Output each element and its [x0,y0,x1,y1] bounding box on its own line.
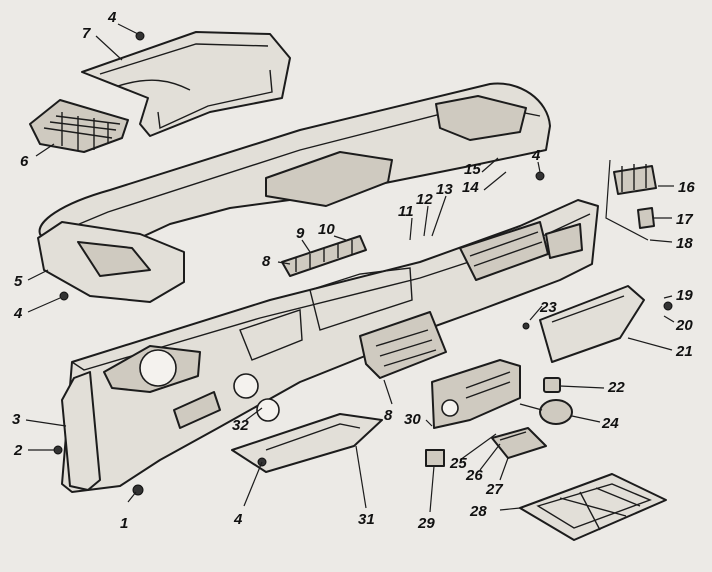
ashtray [491,427,547,459]
callout-17: 17 [676,211,693,228]
side-panel [61,371,101,491]
switch-block [281,235,367,277]
callout-25: 25 [449,455,467,472]
callout-23: 23 [539,299,557,316]
callout-10: 10 [318,221,335,238]
callout-31: 31 [358,511,375,528]
switch-plug [425,449,445,467]
callout-14: 14 [462,179,479,196]
callout-labels: 1 2 3 4 4 4 4 5 6 7 8 8 9 10 11 12 13 14… [12,9,695,532]
leader-lines [25,23,675,513]
callout-32: 32 [232,417,249,434]
callout-1: 1 [120,515,128,532]
callout-9: 9 [296,225,305,242]
callout-26: 26 [465,467,483,484]
vent-grille [29,99,129,153]
callout-2: 2 [13,442,23,459]
callout-15: 15 [464,161,481,178]
callout-12: 12 [416,191,433,208]
callout-16: 16 [678,179,695,196]
callout-21: 21 [675,343,693,360]
callout-22: 22 [607,379,625,396]
callout-4-top: 4 [107,9,117,26]
knob-assembly [519,399,573,425]
main-dash-body [61,199,599,493]
callout-3: 3 [12,411,21,428]
callout-24: 24 [601,415,619,432]
callout-7: 7 [82,25,91,42]
callout-20: 20 [675,317,693,334]
control-panel [431,359,521,429]
callout-8-top: 8 [262,253,271,270]
lower-tray [231,413,383,473]
callout-4-right: 4 [531,147,541,164]
callout-18: 18 [676,235,693,252]
callout-30: 30 [404,411,421,428]
callout-4-left: 4 [13,305,23,322]
right-small-parts [605,159,657,241]
callout-4-bottom: 4 [233,511,243,528]
glovebox-lid [539,285,645,363]
callout-27: 27 [485,481,503,498]
upper-dash-panel [37,82,551,303]
small-cap [543,377,561,393]
callout-28: 28 [469,503,487,520]
callout-5: 5 [14,273,23,290]
callout-29: 29 [417,515,435,532]
callout-13: 13 [436,181,453,198]
callout-11: 11 [398,203,414,220]
instrument-hood [81,31,291,137]
bottom-frame [519,473,667,541]
callout-19: 19 [676,287,693,304]
callout-8-bottom: 8 [384,407,393,424]
callout-6: 6 [20,153,29,170]
